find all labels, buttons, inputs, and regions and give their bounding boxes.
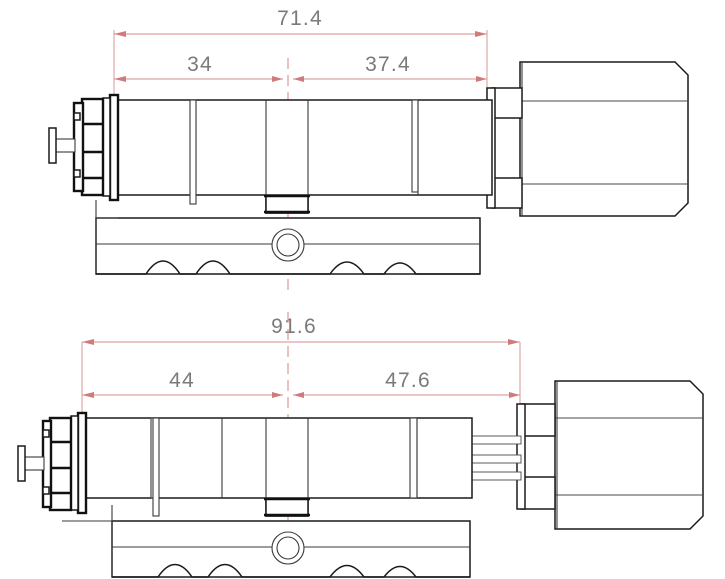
arrowhead-total-right-bottom [508,339,520,345]
cylinder-body-top [117,99,493,214]
arrowhead-total-left-bottom [82,339,94,345]
faceplate-scallop-edge-bottom [112,563,470,578]
extension-rod-upper-bottom [471,435,522,445]
arrowhead-right-inner-bottom [293,392,304,398]
bracket-notch-lower-top [73,169,81,178]
pin-head-bottom [17,445,26,482]
arrowhead-right-inner-top [293,76,304,82]
arrowhead-left-outer-bottom [82,392,94,398]
knob-body-bottom [554,380,704,530]
dimension-label-total-top: 71.4 [277,7,323,30]
collar-upper-bottom [520,403,556,437]
extension-rods-bottom [471,435,522,481]
collar-upper-top [491,87,523,119]
cam-lug-bottom [265,497,309,517]
arrowhead-left-inner-top [272,76,283,82]
thumbturn-knob-bottom [554,380,704,530]
bracket-notch-upper-top [73,112,81,121]
arrowhead-total-right-top [475,31,487,37]
dimension-group-bottom: 91.6 44 47.6 [81,315,521,424]
dimension-label-left-bottom: 44 [169,369,195,392]
segment-slot-2-bottom [409,417,418,499]
screw-hole-inner-bottom [276,536,300,560]
knob-body-top [519,61,689,217]
pin-head-top [48,127,57,164]
dimension-label-right-bottom: 47.6 [385,369,431,392]
arrowhead-left-inner-bottom [272,392,283,398]
pin-shaft-bottom [23,456,45,471]
arrowhead-right-outer-top [476,76,487,82]
segment-slot-2-top [411,99,419,193]
arrowhead-total-left-top [114,31,126,37]
dimension-label-left-top: 34 [187,53,213,76]
knob-collar-bottom [516,403,556,510]
view-top-short-cylinder: 71.4 34 37.4 [48,7,689,296]
arrowhead-right-outer-bottom [509,392,520,398]
extension-rod-lower-bottom [471,471,522,481]
module-flange-bottom [76,411,88,515]
faceplate-top [95,200,481,275]
faceplate-bottom [62,505,471,578]
key-module-bottom [17,411,88,515]
view-bottom-long-cylinder: 91.6 44 47.6 [17,312,704,579]
bracket-notch-lower-bottom [42,486,50,495]
collar-lower-top [491,177,523,209]
faceplate-scallop-edge-top [96,260,480,275]
screw-hole-inner-top [276,233,300,257]
extension-rod-middle-bottom [471,454,522,464]
dimension-label-right-top: 37.4 [365,53,411,76]
module-body-top [80,97,105,197]
cam-lug-top [265,194,309,214]
module-flange-top [108,93,120,202]
segment-slot-1-top [189,99,197,205]
arrowhead-left-outer-top [114,76,126,82]
module-body-bottom [48,416,73,512]
bracket-notch-upper-bottom [42,429,50,438]
thumbturn-knob-top [519,61,689,217]
segment-slot-1b-bottom [152,417,160,517]
dimension-group-top: 71.4 34 37.4 [113,7,488,108]
pin-shaft-top [54,138,76,153]
key-module-top [48,93,120,202]
dimension-label-total-bottom: 91.6 [271,315,317,338]
cylinder-body-bottom [85,417,473,517]
collar-lower-bottom [520,476,556,510]
